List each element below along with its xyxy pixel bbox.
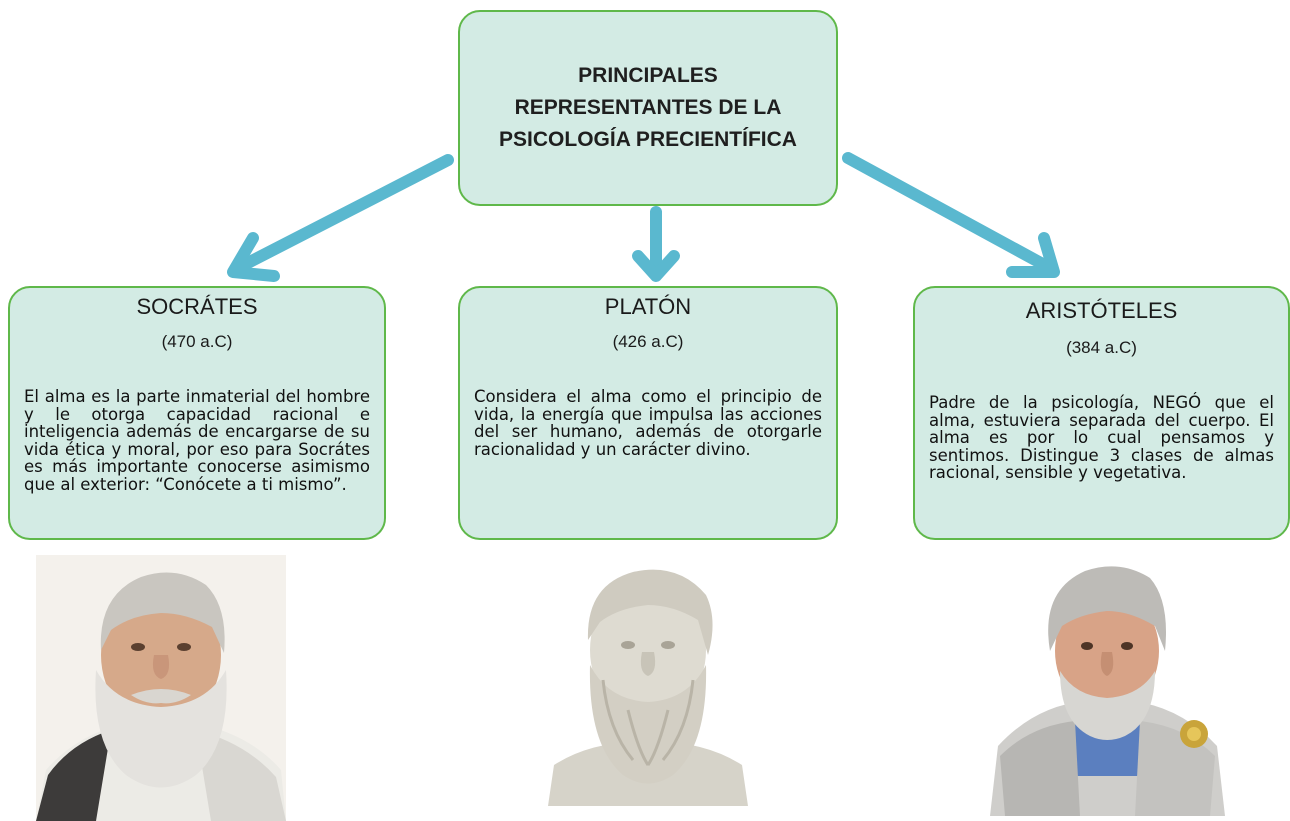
aristoteles-portrait: [990, 566, 1225, 816]
aristoteles-year: (384 a.C): [1066, 338, 1137, 357]
platon-year: (426 a.C): [612, 332, 684, 351]
socrates-description: El alma es la parte inmaterial del hombr…: [24, 387, 370, 494]
arrowhead-aristoteles: [1006, 232, 1060, 278]
socrates-portrait: [36, 555, 286, 821]
title-line-1: PRINCIPALES: [578, 64, 718, 87]
arrowhead-socrates: [227, 232, 280, 282]
title-box: PRINCIPALES REPRESENTANTES DE LA PSICOLO…: [458, 10, 838, 206]
platon-name: PLATÓN: [604, 294, 692, 319]
aristoteles-description: Padre de la psicología, NEGÓ que el alma…: [929, 393, 1274, 482]
diagram-title: PRINCIPALES REPRESENTANTES DE LA PSICOLO…: [499, 60, 797, 156]
arrowhead-platon: [632, 250, 680, 282]
platon-description: Considera el alma como el principio de v…: [474, 387, 822, 459]
socrates-name: SOCRÁTES: [136, 294, 258, 319]
card-aristoteles: ARISTÓTELES (384 a.C) Padre de la psicol…: [913, 286, 1290, 540]
arrow-to-socrates: [232, 154, 454, 274]
socrates-year: (470 a.C): [161, 332, 233, 351]
platon-portrait: [548, 569, 748, 806]
aristoteles-name: ARISTÓTELES: [1025, 298, 1178, 323]
title-line-2: REPRESENTANTES DE LA: [514, 96, 782, 119]
card-socrates: SOCRÁTES (470 a.C) El alma es la parte i…: [8, 286, 386, 540]
title-line-3: PSICOLOGÍA PRECIENTÍFICA: [499, 128, 797, 151]
card-platon: PLATÓN (426 a.C) Considera el alma como …: [458, 286, 838, 540]
arrow-to-aristoteles: [842, 152, 1056, 274]
